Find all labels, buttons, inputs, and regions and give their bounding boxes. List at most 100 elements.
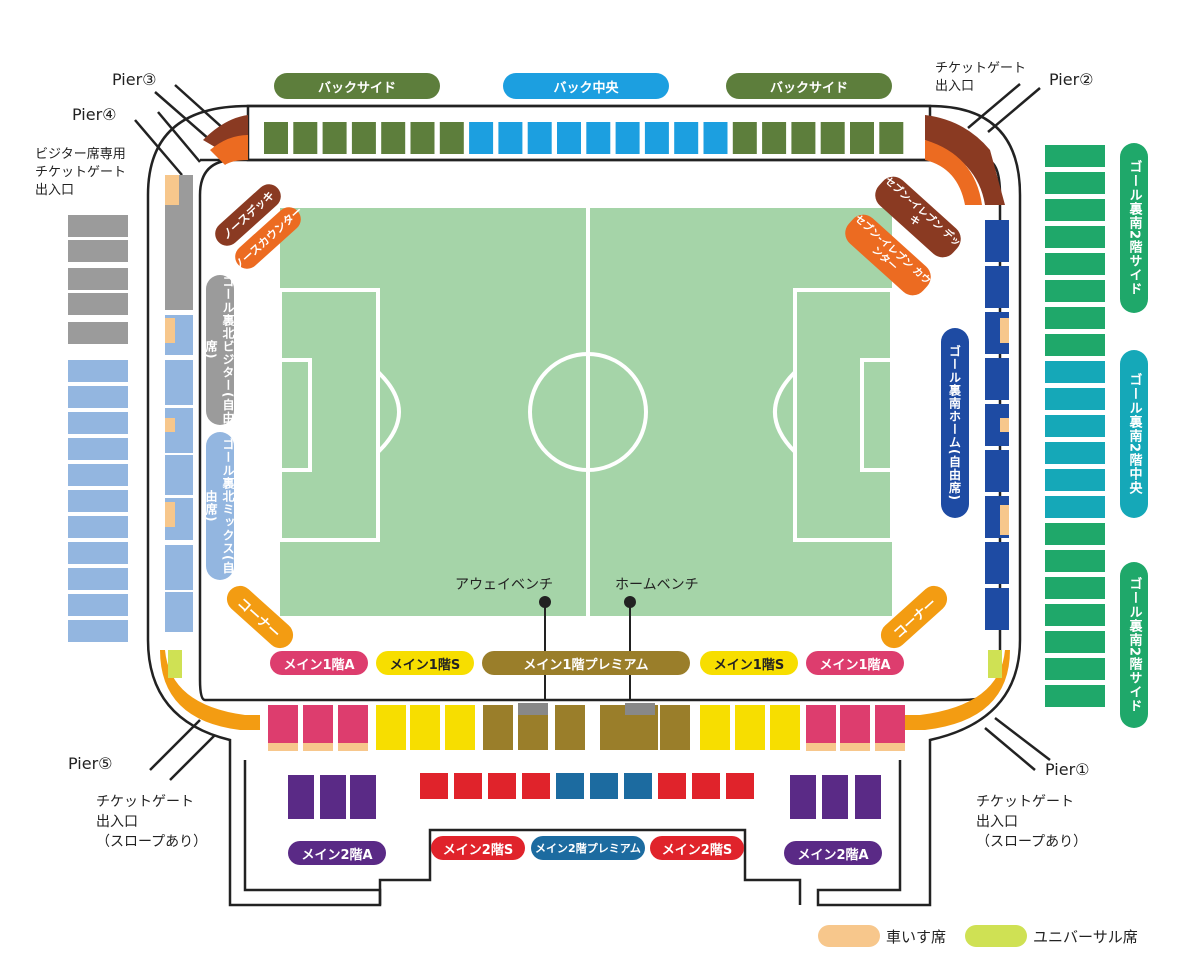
seat-block bbox=[985, 358, 1009, 400]
main1-a-left-label[interactable]: メイン1階A bbox=[270, 651, 368, 675]
seat-block bbox=[165, 418, 175, 432]
seat-block bbox=[68, 464, 128, 486]
main1-premium-label[interactable]: メイン1階プレミアム bbox=[482, 651, 690, 675]
goal-south-2f-center-label[interactable]: ゴール裏南2階中央 bbox=[1120, 350, 1148, 518]
seat-block bbox=[410, 122, 435, 154]
back-side-left-label[interactable]: バックサイド bbox=[274, 73, 440, 99]
seat-block bbox=[68, 360, 128, 382]
pier-lines bbox=[134, 83, 1051, 781]
seat-block bbox=[454, 773, 482, 799]
seat-block bbox=[445, 705, 475, 750]
goal-south-blocks bbox=[985, 220, 1009, 630]
seat-block bbox=[351, 122, 376, 154]
seat-block bbox=[165, 545, 193, 590]
seat-block bbox=[1045, 469, 1105, 491]
pier3-label: Pier③ bbox=[112, 70, 157, 89]
seat-block bbox=[68, 293, 128, 315]
corner-nw-counter bbox=[210, 135, 248, 165]
seat-block bbox=[68, 215, 128, 237]
field-boundary bbox=[198, 158, 1002, 702]
back-center-label[interactable]: バック中央 bbox=[503, 73, 669, 99]
seat-block bbox=[644, 122, 669, 154]
main2-s-left-label[interactable]: メイン2階S bbox=[431, 836, 525, 860]
goal-south-home-label[interactable]: ゴール裏南ホーム(自由席) bbox=[941, 328, 969, 518]
seat-block bbox=[1000, 505, 1009, 535]
seat-block bbox=[68, 620, 128, 642]
corner-nw-deck bbox=[203, 115, 248, 150]
ne-gate-line1: チケットゲート bbox=[935, 61, 1027, 76]
seat-block bbox=[68, 322, 128, 344]
seat-block bbox=[615, 122, 640, 154]
seat-block bbox=[1045, 199, 1105, 221]
seat-block bbox=[1045, 280, 1105, 302]
seat-block bbox=[68, 542, 128, 564]
seat-block bbox=[68, 594, 128, 616]
seat-block bbox=[264, 122, 288, 154]
ne-gate-label: チケットゲート 出入口 bbox=[935, 60, 1026, 96]
main1-a-right-label[interactable]: メイン1階A bbox=[806, 651, 904, 675]
main1-s-left-label[interactable]: メイン1階S bbox=[376, 651, 474, 675]
goal-north-mix-label[interactable]: ゴール裏北ミックス(自由席) bbox=[204, 432, 235, 580]
legend-universal-swatch bbox=[965, 925, 1027, 947]
seat-block bbox=[985, 450, 1009, 492]
seat-block bbox=[1045, 496, 1105, 518]
seat-block bbox=[303, 705, 333, 750]
goal-south-2f-side-top-label[interactable]: ゴール裏南2階サイド bbox=[1120, 143, 1148, 313]
seat-block bbox=[350, 775, 376, 819]
pier5-label: Pier⑤ bbox=[68, 754, 113, 773]
seat-block bbox=[555, 705, 585, 750]
back-stand-blocks bbox=[264, 122, 904, 154]
seat-block bbox=[488, 773, 516, 799]
seat-block bbox=[303, 743, 333, 751]
seat-block bbox=[806, 705, 836, 750]
main2-premium-label[interactable]: メイン2階プレミアム bbox=[531, 836, 645, 860]
seat-block bbox=[381, 122, 406, 154]
north-outer-blocks bbox=[68, 215, 128, 642]
seat-block bbox=[293, 122, 318, 154]
seat-block bbox=[703, 122, 728, 154]
seat-block bbox=[498, 122, 523, 154]
se-gate-line1: チケットゲート bbox=[976, 794, 1074, 810]
se-gate-line2: 出入口 bbox=[976, 814, 1018, 830]
seat-block bbox=[658, 773, 686, 799]
seat-block bbox=[320, 775, 346, 819]
universal-sw bbox=[168, 650, 182, 678]
main2-a-left-label[interactable]: メイン2階A bbox=[288, 841, 386, 865]
away-bench-label: アウェイベンチ bbox=[455, 577, 553, 593]
corner-sw-orange bbox=[160, 650, 260, 730]
seat-block bbox=[850, 122, 874, 154]
seat-block bbox=[288, 775, 314, 819]
seat-block bbox=[556, 773, 584, 799]
main2-a-right-label[interactable]: メイン2階A bbox=[784, 841, 882, 865]
main2-s-right-label[interactable]: メイン2階S bbox=[650, 836, 744, 860]
seat-block bbox=[338, 705, 368, 750]
seat-block bbox=[586, 122, 611, 154]
seat-block bbox=[68, 490, 128, 512]
seat-block bbox=[68, 438, 128, 460]
pier4-label: Pier④ bbox=[72, 105, 117, 124]
back-side-right-label[interactable]: バックサイド bbox=[726, 73, 892, 99]
seat-block bbox=[1045, 361, 1105, 383]
goal-south-2f-side-bottom-label[interactable]: ゴール裏南2階サイド bbox=[1120, 562, 1148, 728]
seat-block bbox=[624, 773, 652, 799]
seat-block bbox=[68, 516, 128, 538]
pier2-label: Pier② bbox=[1049, 70, 1094, 89]
seat-block bbox=[735, 705, 765, 750]
seat-block bbox=[268, 705, 298, 750]
seat-block bbox=[469, 122, 494, 154]
main1-blocks bbox=[268, 705, 905, 751]
seat-block bbox=[557, 122, 581, 154]
seat-block bbox=[875, 743, 905, 751]
seat-block bbox=[840, 705, 870, 750]
seat-block bbox=[1045, 172, 1105, 194]
corner-se-orange bbox=[905, 650, 1010, 730]
seat-block bbox=[1045, 604, 1105, 626]
seat-block bbox=[674, 122, 699, 154]
seat-block bbox=[855, 775, 881, 819]
main1-s-right-label[interactable]: メイン1階S bbox=[700, 651, 798, 675]
seat-block bbox=[762, 122, 787, 154]
main2-blocks bbox=[288, 773, 881, 819]
goal-north-visitor-label[interactable]: ゴール裏北ビジター(自由席) bbox=[204, 275, 235, 425]
home-bench-dot bbox=[624, 596, 636, 608]
